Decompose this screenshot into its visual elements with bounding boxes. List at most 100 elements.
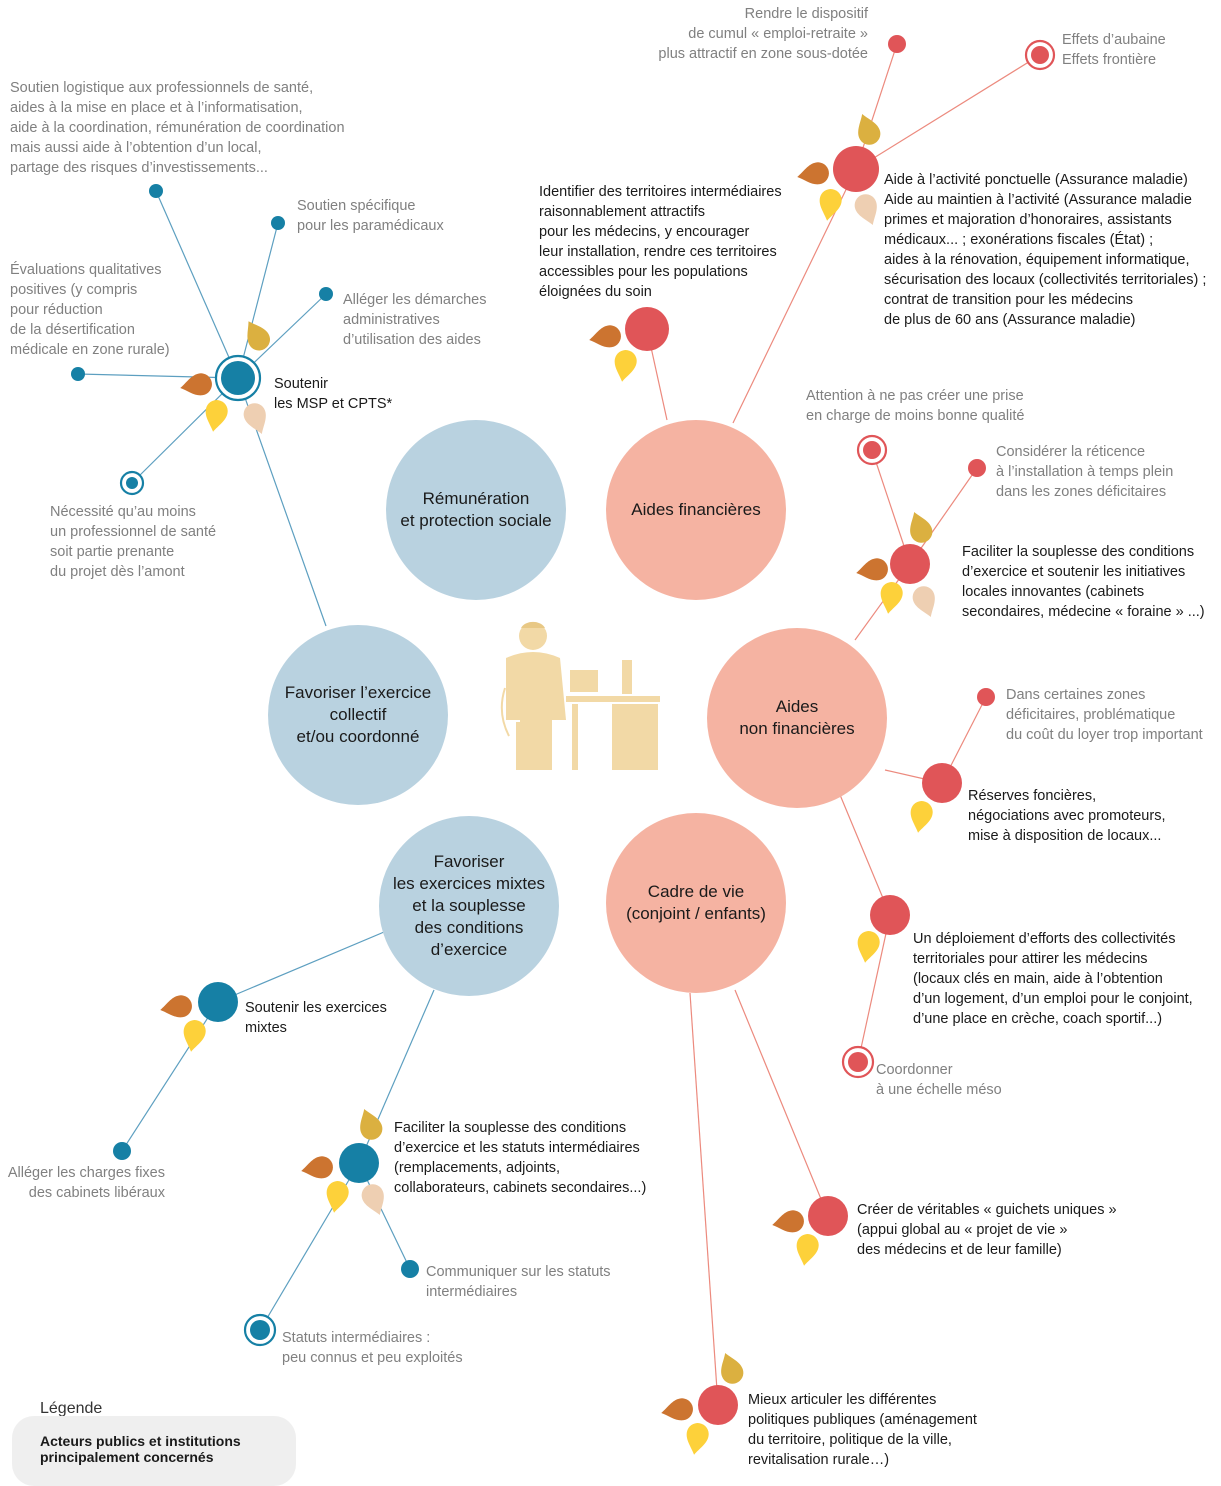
guichets-petal-yellow	[796, 1234, 819, 1266]
computer-tower	[622, 660, 632, 694]
label-evaluations: Évaluations qualitatives positives (y co…	[10, 262, 170, 358]
label-reserves-foncieres: Réserves foncières, négociations avec pr…	[968, 788, 1166, 844]
node-paramedicaux	[271, 216, 285, 230]
hub-circle-exercice-collectif	[268, 625, 448, 805]
hub-circle-aides-non-financieres	[707, 628, 887, 808]
node-necessite	[126, 477, 138, 489]
connector-red-9	[837, 789, 891, 916]
label-deploiement: Un déploiement d’efforts des collectivit…	[913, 931, 1193, 1027]
activite-petal-gold-shape	[858, 114, 881, 145]
msp-petal-yellow	[205, 400, 228, 432]
msp-petal-orange-shape	[180, 373, 212, 396]
node-aide-activite	[833, 146, 879, 192]
connector-blue-4	[77, 373, 239, 379]
connector-red-12	[689, 992, 719, 1406]
initiatives-petal-gold	[910, 512, 933, 543]
label-loyer: Dans certaines zones déficitaires, probl…	[1006, 687, 1203, 743]
msp-petal-beige-shape	[243, 403, 266, 434]
connector-blue-2	[237, 222, 279, 379]
statuts-petal-yellow	[326, 1181, 349, 1213]
hub-circle-aides-financieres	[606, 420, 786, 600]
activite-petal-gold	[858, 114, 881, 145]
node-loyer	[977, 688, 995, 706]
label-souplesse-initiatives: Faciliter la souplesse des conditions d’…	[962, 544, 1205, 620]
politiques-petal-gold-shape	[721, 1353, 744, 1384]
hub-circle-cadre-de-vie	[606, 813, 786, 993]
node-prise-en-charge	[863, 441, 881, 459]
label-emploi-retraite: Rendre le dispositif de cumul « emploi-r…	[658, 6, 868, 62]
initiatives-petal-orange-shape	[856, 558, 888, 581]
politiques-petal-gold	[721, 1353, 744, 1384]
statuts-petal-gold	[360, 1109, 383, 1140]
label-necessite: Nécessité qu’au moins un professionnel d…	[50, 504, 217, 580]
node-exercices-mixtes	[198, 982, 238, 1022]
label-prise-en-charge: Attention à ne pas créer une prise en ch…	[806, 388, 1025, 424]
doctor-at-desk-illustration	[500, 621, 660, 770]
label-reticence: Considérer la réticence à l’installation…	[996, 444, 1174, 500]
politiques-petal-orange-shape	[661, 1398, 693, 1421]
activite-petal-beige-shape	[854, 194, 877, 225]
initiatives-petal-yellow	[880, 582, 903, 614]
connector-red-5	[871, 449, 911, 565]
node-souplesse-initiatives	[890, 544, 930, 584]
mixtes-petal-orange-shape	[160, 995, 192, 1018]
initiatives-petal-gold-shape	[910, 512, 933, 543]
label-guichets-uniques: Créer de véritables « guichets uniques »…	[857, 1202, 1117, 1258]
label-demarches: Alléger les démarches administratives d’…	[343, 292, 487, 348]
doctor-head	[519, 622, 547, 650]
deploiement-petal-yellow	[857, 931, 880, 963]
guichets-petal-yellow-shape	[796, 1234, 819, 1266]
label-effets-aubaine: Effets d’aubaine Effets frontière	[1062, 32, 1166, 68]
label-soutien-logistique: Soutien logistique aux professionnels de…	[10, 80, 345, 176]
label-statuts-intermediaires: Faciliter la souplesse des conditions d’…	[394, 1120, 647, 1196]
msp-petal-orange	[180, 373, 212, 396]
node-reticence	[968, 459, 986, 477]
label-aide-activite: Aide à l’activité ponctuelle (Assurance …	[884, 172, 1207, 328]
node-charges-fixes	[113, 1142, 131, 1160]
politiques-petal-yellow-shape	[686, 1423, 709, 1455]
mixtes-petal-yellow	[183, 1020, 206, 1052]
activite-petal-orange	[797, 162, 829, 185]
activite-petal-yellow	[819, 189, 842, 221]
label-charges-fixes: Alléger les charges fixes des cabinets l…	[7, 1165, 165, 1201]
node-territoires-intermediaires	[625, 307, 669, 351]
politiques-petal-yellow	[686, 1423, 709, 1455]
hub-aides-non-financieres-label: Aides non financières	[739, 697, 855, 738]
mixtes-petal-yellow-shape	[183, 1020, 206, 1052]
node-msp-cpts	[221, 361, 255, 395]
node-communiquer	[401, 1260, 419, 1278]
node-statuts-peu-connus	[250, 1320, 270, 1340]
activite-petal-beige	[854, 194, 877, 225]
legend-title: Légende	[40, 1400, 103, 1417]
doctor-leg-left	[516, 722, 528, 770]
hub-aides-financieres-label: Aides financières	[631, 500, 761, 519]
connector-blue-5	[131, 377, 239, 484]
connector-blue-1	[155, 190, 239, 379]
doctor-leg-right	[538, 722, 550, 770]
node-emploi-retraite	[888, 35, 906, 53]
activite-petal-orange-shape	[797, 162, 829, 185]
statuts-petal-beige	[361, 1184, 384, 1215]
connector-blue-7	[121, 1001, 219, 1152]
initiatives-petal-beige	[912, 586, 935, 617]
statuts-petal-orange-shape	[301, 1156, 333, 1179]
desk-top	[566, 696, 660, 702]
hub-exercices-mixtes-label: Favoriser les exercices mixtes et la sou…	[392, 852, 546, 959]
label-statuts-peu-connus: Statuts intermédiaires : peu connus et p…	[282, 1330, 463, 1366]
connector-blue-6	[217, 931, 385, 1003]
reserves-petal-yellow	[910, 801, 933, 833]
node-coordonner-meso	[848, 1052, 868, 1072]
label-exercices-mixtes: Soutenir les exercices mixtes	[245, 1000, 387, 1036]
label-msp-cpts: Soutenir les MSP et CPTS*	[274, 376, 393, 412]
connector-red-3	[855, 54, 1041, 170]
msp-petal-gold	[247, 321, 270, 351]
initiatives-petal-yellow-shape	[880, 582, 903, 614]
guichets-petal-orange	[772, 1210, 804, 1233]
territoires-petal-yellow	[614, 350, 637, 382]
hub-exercice-collectif-label: Favoriser l’exercice collectif et/ou coo…	[284, 683, 432, 746]
label-territoires-intermediaires: Identifier des territoires intermédiaire…	[539, 184, 782, 300]
territoires-petal-yellow-shape	[614, 350, 637, 382]
msp-petal-beige	[243, 403, 266, 434]
politiques-petal-orange	[661, 1398, 693, 1421]
